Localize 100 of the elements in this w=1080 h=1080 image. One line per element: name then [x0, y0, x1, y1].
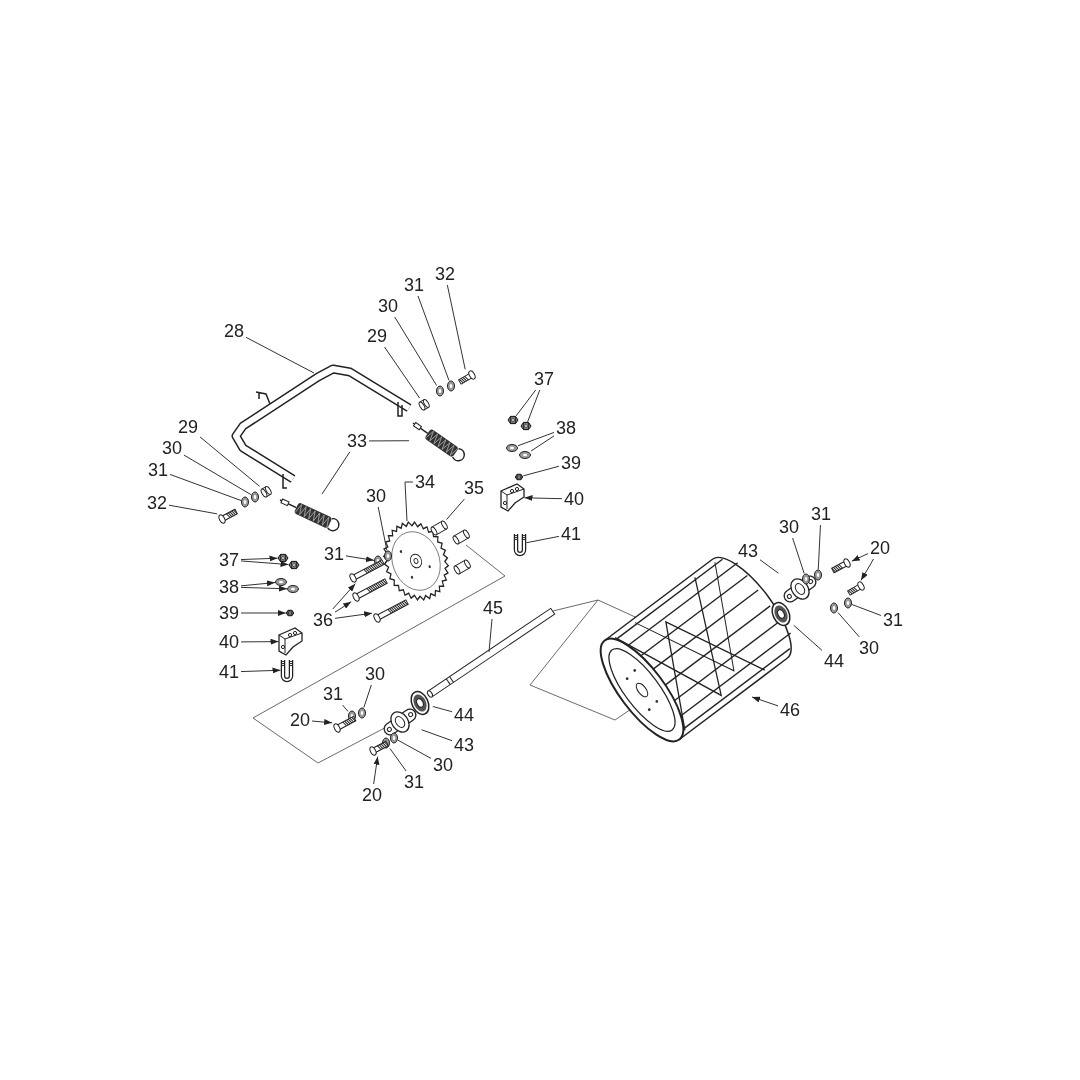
leader-line	[199, 436, 260, 487]
leader-line	[240, 667, 281, 674]
callout-number: 34	[415, 473, 435, 491]
leader-line	[334, 601, 352, 613]
bearing	[410, 690, 430, 716]
callout-number: 30	[366, 487, 386, 505]
callout-number: 29	[178, 418, 198, 436]
callout-number: 31	[323, 685, 343, 703]
leader-line	[751, 696, 779, 707]
leader-line	[245, 336, 315, 374]
washer	[436, 385, 444, 397]
leader-line	[389, 748, 407, 772]
washer	[358, 707, 366, 719]
leader-line	[240, 560, 289, 567]
nut	[285, 609, 295, 617]
leader-line	[321, 451, 351, 495]
callout-number: 20	[362, 786, 382, 804]
leader-line	[522, 465, 560, 477]
callout-number: 31	[148, 461, 168, 479]
bolt	[847, 581, 865, 596]
callout-number: 29	[367, 327, 387, 345]
callout-number: 30	[433, 756, 453, 774]
leader-line	[517, 431, 555, 447]
callout-number: 30	[378, 297, 398, 315]
leader-line	[446, 284, 466, 370]
handle-bar	[231, 364, 412, 489]
washer	[241, 496, 249, 508]
callout-number: 32	[435, 265, 455, 283]
nut	[277, 553, 289, 563]
leader-line	[792, 537, 805, 574]
leader-line	[515, 389, 537, 417]
leader-line	[530, 435, 555, 452]
nut	[520, 421, 532, 431]
leader-line	[421, 729, 453, 742]
callout-number: 31	[324, 545, 344, 563]
callout-number: 46	[780, 701, 800, 719]
leader-line	[527, 389, 541, 423]
leader-line	[524, 495, 563, 501]
callout-number: 39	[219, 604, 239, 622]
spring	[412, 422, 466, 462]
leader-line	[432, 706, 453, 713]
leader-line	[373, 756, 380, 785]
leader-line	[837, 612, 860, 638]
spring	[279, 498, 340, 532]
leader-line	[488, 618, 493, 653]
bolt	[458, 370, 476, 385]
leader-line	[169, 473, 242, 502]
callout-number: 45	[483, 599, 503, 617]
callout-number: 31	[404, 773, 424, 791]
callout-number: 30	[365, 665, 385, 683]
washer	[390, 732, 398, 744]
leader-line	[345, 555, 375, 563]
callout-number: 33	[347, 432, 367, 450]
sprocket	[382, 520, 471, 602]
leader-line	[404, 481, 414, 522]
bracket	[500, 483, 525, 512]
washer	[830, 602, 838, 614]
nut	[514, 473, 524, 481]
callout-number: 28	[224, 322, 244, 340]
leader-line	[397, 739, 432, 759]
callout-number: 31	[404, 276, 424, 294]
leader-line	[394, 316, 438, 386]
leader-line	[240, 610, 287, 616]
callout-number: 39	[561, 454, 581, 472]
leader-line	[384, 346, 421, 399]
callout-number: 30	[162, 439, 182, 457]
callout-number: 32	[147, 494, 167, 512]
leader-line	[240, 638, 279, 645]
leader-line	[332, 583, 356, 610]
leader-line	[183, 454, 252, 496]
leader-line	[446, 498, 465, 521]
leader-line	[342, 704, 349, 712]
callout-number: 31	[883, 611, 903, 629]
nut	[507, 415, 519, 425]
bolt	[349, 559, 385, 583]
washer	[506, 444, 518, 452]
callout-number: 31	[811, 505, 831, 523]
washer	[287, 585, 299, 593]
leader-line	[368, 440, 410, 442]
callout-number: 20	[290, 711, 310, 729]
leader-line	[851, 553, 869, 562]
bolt	[369, 740, 389, 756]
leader-line	[851, 604, 882, 616]
callout-number: 37	[219, 551, 239, 569]
washer	[447, 380, 455, 392]
u-bolt	[280, 659, 294, 682]
leader-line	[363, 684, 372, 708]
leader-line	[860, 558, 875, 581]
leader-line	[817, 524, 821, 570]
leader-line	[759, 559, 779, 574]
callout-number: 35	[464, 479, 484, 497]
callout-number: 37	[534, 370, 554, 388]
callout-number: 43	[738, 542, 758, 560]
callout-number: 41	[561, 525, 581, 543]
leader-line	[526, 535, 560, 544]
washer	[275, 578, 287, 586]
u-bolt	[513, 533, 527, 556]
callout-number: 30	[859, 639, 879, 657]
leader-line	[240, 555, 278, 562]
washer	[814, 569, 822, 581]
